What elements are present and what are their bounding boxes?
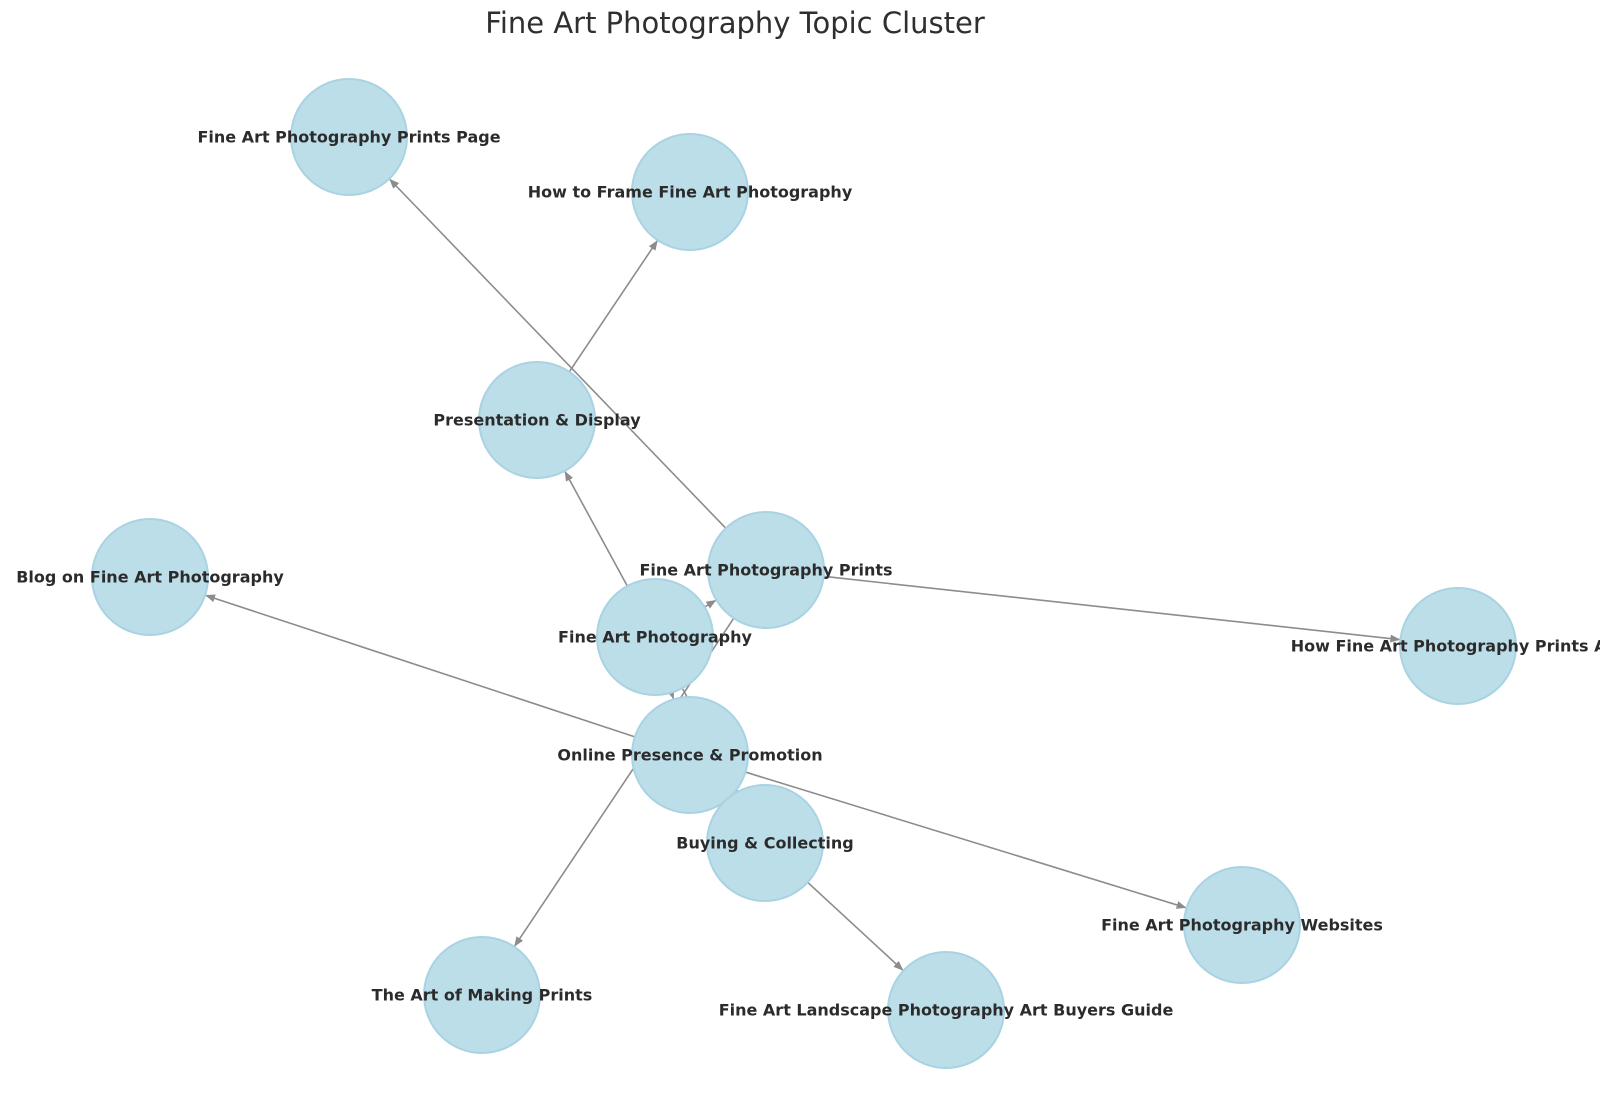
edge-online-presence-promotion-to-websites [745,771,1187,909]
node-how-prints-are[interactable] [1399,587,1517,705]
node-label-fine-art-photography-prints: Fine Art Photography Prints [639,561,892,580]
node-label-how-to-frame: How to Frame Fine Art Photography [528,183,853,202]
node-websites[interactable] [1183,866,1301,984]
edge-fine-art-photography-to-fine-art-photography-prints [704,599,717,609]
edge-fine-art-photography-to-presentation-display [564,470,628,587]
nodes-layer [91,78,1517,1069]
edge-buying-collecting-to-buyers-guide [807,881,904,971]
node-online-presence-promotion[interactable] [631,696,749,814]
node-label-how-prints-are: How Fine Art Photography Prints Are [1291,637,1600,656]
node-fine-art-photography[interactable] [596,578,714,696]
node-label-fine-art-photography: Fine Art Photography [558,628,752,647]
edge-fine-art-photography-prints-to-how-prints-are [823,575,1401,643]
node-label-buying-collecting: Buying & Collecting [676,834,853,853]
node-art-of-making-prints[interactable] [423,936,541,1054]
node-label-online-presence-promotion: Online Presence & Promotion [557,746,822,765]
edge-presentation-display-to-how-to-frame [568,240,658,373]
node-label-buyers-guide: Fine Art Landscape Photography Art Buyer… [719,1001,1174,1020]
labels-layer: Fine Art Photography Presentation & Displ… [16,128,1600,1020]
node-presentation-display[interactable] [478,361,596,479]
edge-fine-art-photography-prints-to-prints-page [389,178,727,529]
edge-fine-art-photography-to-online-presence-promotion [666,688,675,700]
diagram-title: Fine Art Photography Topic Cluster [485,6,985,40]
node-label-art-of-making-prints: The Art of Making Prints [372,986,593,1005]
edge-online-presence-promotion-to-blog [205,594,636,738]
node-blog[interactable] [91,518,209,636]
node-buying-collecting[interactable] [706,784,824,902]
node-label-websites: Fine Art Photography Websites [1101,916,1383,935]
node-label-presentation-display: Presentation & Display [433,411,641,430]
node-how-to-frame[interactable] [631,133,749,251]
node-label-prints-page: Fine Art Photography Prints Page [197,128,500,147]
node-buyers-guide[interactable] [887,951,1005,1069]
node-prints-page[interactable] [290,78,408,196]
node-label-blog: Blog on Fine Art Photography [16,568,284,587]
node-fine-art-photography-prints[interactable] [707,511,825,629]
